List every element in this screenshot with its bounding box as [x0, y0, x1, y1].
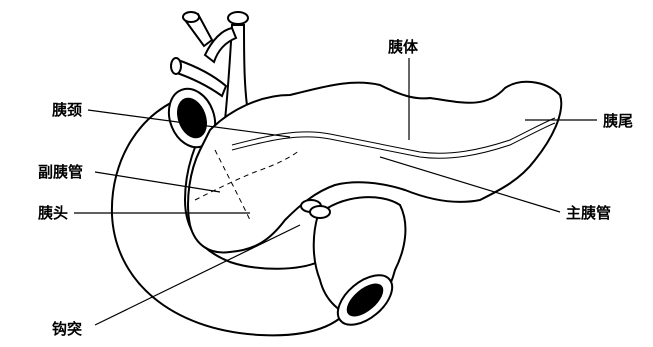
label-body: 胰体: [388, 38, 418, 56]
label-main-duct: 主胰管: [566, 204, 611, 222]
label-tail: 胰尾: [603, 112, 633, 130]
label-uncinate: 钩突: [52, 320, 82, 338]
label-accessory-duct: 副胰管: [38, 163, 83, 181]
label-head: 胰头: [38, 204, 68, 222]
label-neck: 胰颈: [52, 101, 82, 119]
